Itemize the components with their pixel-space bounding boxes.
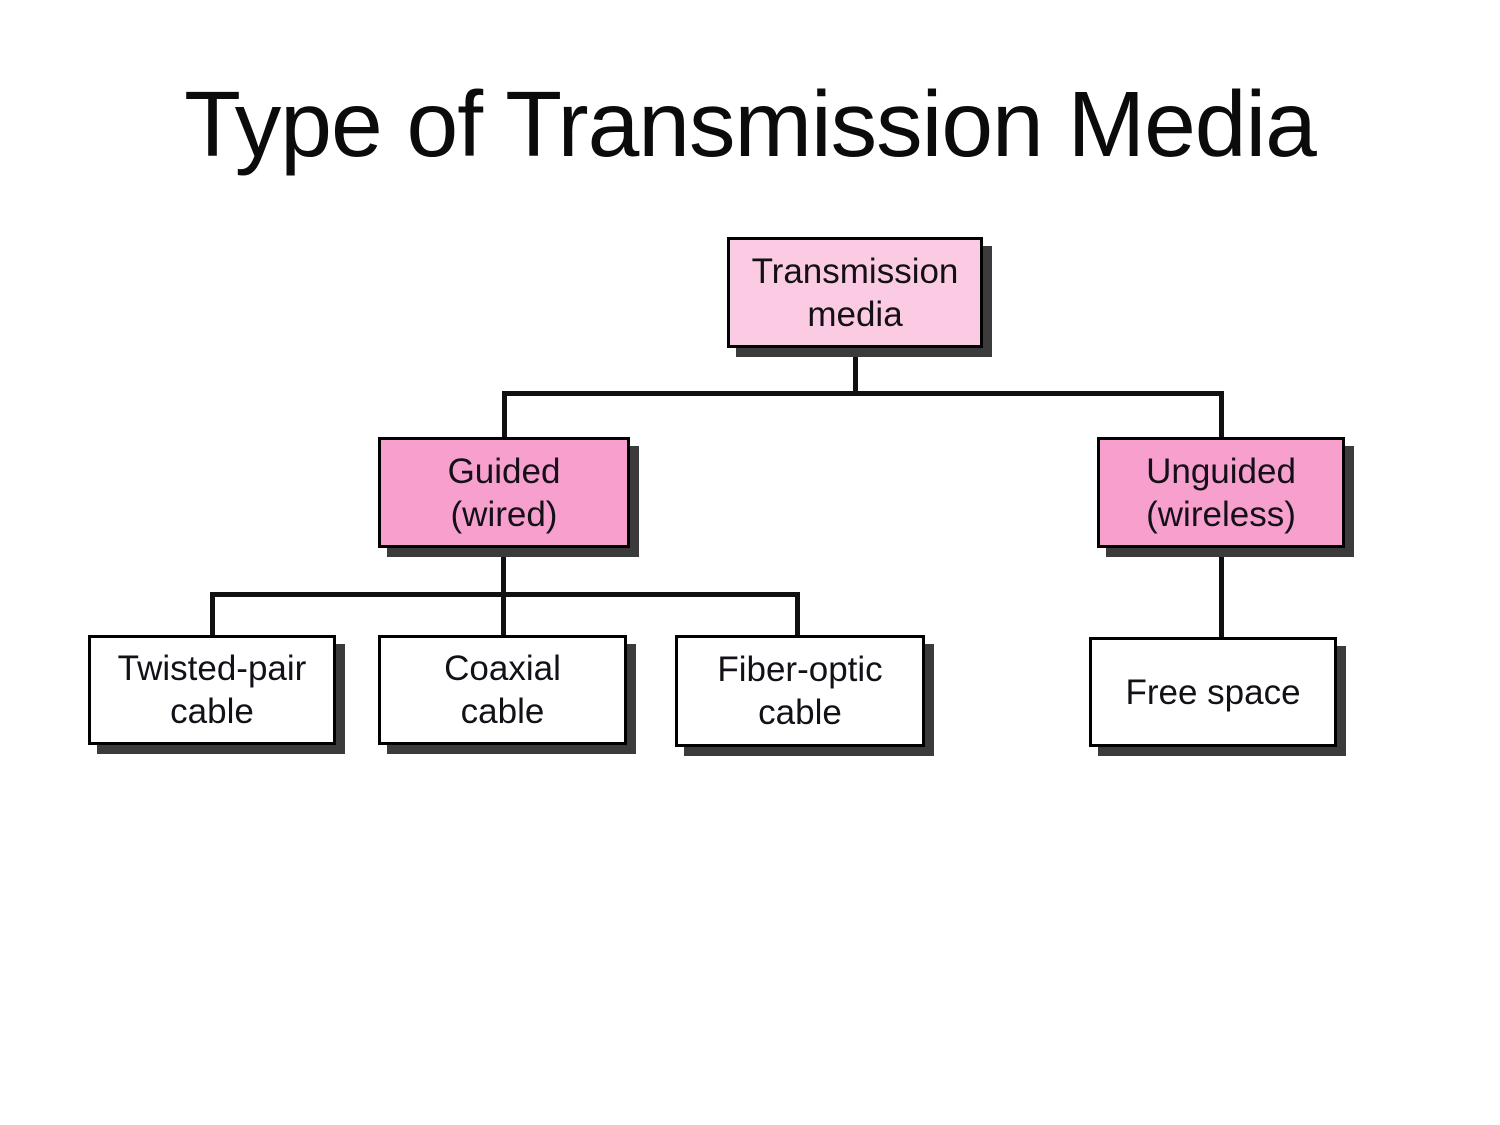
connector-level2-hbar [210,592,800,597]
node-twisted-pair-cable: Twisted-pair cable [88,635,336,745]
connector-guided-drop [502,391,507,437]
node-free-space: Free space [1089,637,1337,747]
node-unguided-wireless: Unguided (wireless) [1097,437,1345,548]
connector-fiber-drop [795,592,800,635]
node-transmission-media: Transmission media [727,237,983,348]
connector-unguided-drop [1219,391,1224,437]
connector-level1-hbar [502,391,1224,396]
node-guided-wired: Guided (wired) [378,437,630,548]
page-title: Type of Transmission Media [184,72,1317,176]
connector-root-drop [853,348,858,395]
connector-twisted-drop [210,592,215,635]
connector-guided-trunk [501,548,506,635]
connector-freespace-drop [1219,548,1224,637]
node-fiber-optic-cable: Fiber-optic cable [675,635,925,747]
node-coaxial-cable: Coaxial cable [378,635,627,745]
